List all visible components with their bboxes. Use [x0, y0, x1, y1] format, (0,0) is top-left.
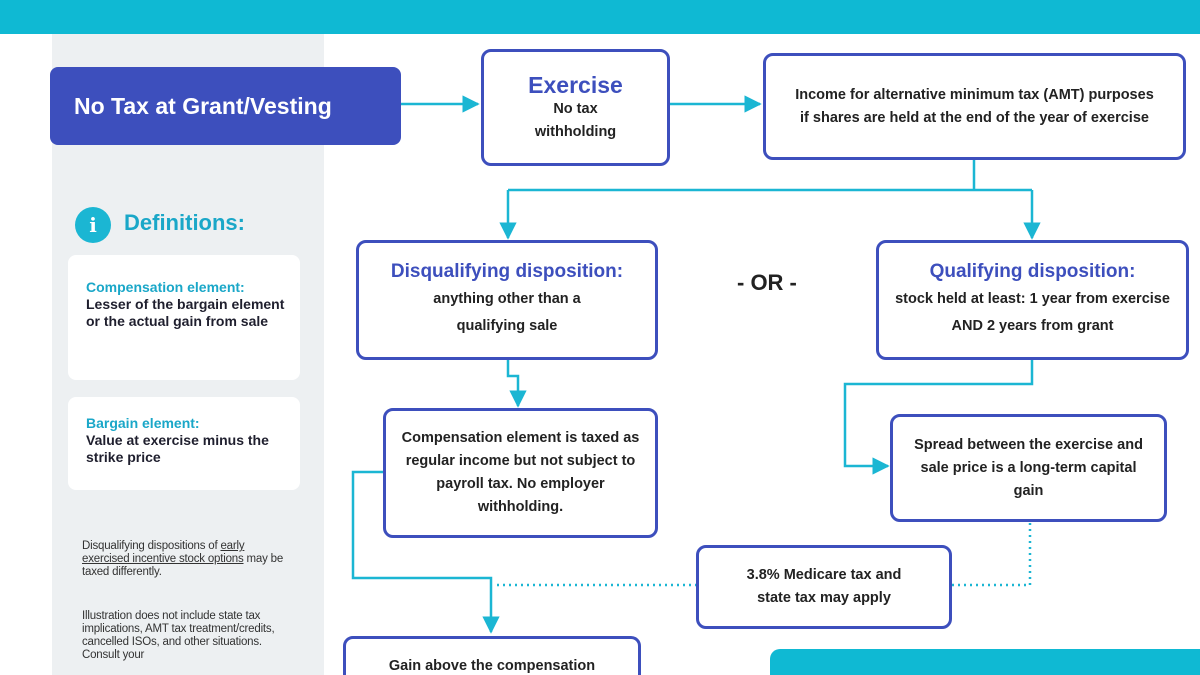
bargain-desc: Value at exercise minus the strike price [86, 432, 269, 465]
arrow-amt-split [508, 160, 1032, 192]
disqualifying-title: Disqualifying disposition: [390, 261, 624, 282]
gain-above-text: Gain above the compensation [388, 658, 596, 674]
arrow-comp-to-gain [351, 470, 500, 634]
amt-text: Income for alternative minimum tax (AMT)… [795, 86, 1154, 126]
compensation-desc: Lesser of the bargain element or the act… [86, 296, 285, 329]
gain-above-node: Gain above the compensation [343, 636, 641, 675]
medicare-node: 3.8% Medicare tax and state tax may appl… [696, 545, 952, 629]
definition-card-compensation: Compensation element: Lesser of the barg… [68, 255, 300, 380]
amt-node: Income for alternative minimum tax (AMT)… [763, 53, 1186, 160]
compensation-term: Compensation element: [86, 279, 245, 295]
note1-prefix: Disqualifying dispositions of [82, 540, 221, 552]
grant-label: No Tax at Grant/Vesting [74, 92, 332, 119]
or-label: - OR - [737, 270, 797, 295]
exercise-text: No tax withholding [534, 100, 617, 140]
info-icon: i [75, 207, 111, 243]
info-icon-glyph: i [89, 213, 97, 237]
exercise-title: Exercise [528, 71, 623, 98]
top-banner [0, 0, 1200, 34]
arrow-qual-to-spread [843, 358, 1034, 475]
compensation-taxed-node: Compensation element is taxed as regular… [383, 408, 658, 538]
note1-suffix: may be taxed differently. [82, 553, 284, 578]
arrow-disq-to-comp [506, 358, 527, 408]
disqualifying-text: anything other than a qualifying sale [433, 291, 581, 334]
disqualifying-note: Disqualifying dispositions of early exer… [82, 540, 292, 579]
dotted-medicare-right [952, 522, 1032, 587]
illustration-note: Illustration does not include state tax … [82, 610, 275, 661]
spread-text: Spread between the exercise and sale pri… [914, 436, 1143, 499]
bargain-term: Bargain element: [86, 415, 200, 431]
medicare-text: 3.8% Medicare tax and state tax may appl… [746, 567, 902, 606]
qualifying-node: Qualifying disposition: stock held at le… [876, 240, 1189, 360]
early-exercise-link[interactable]: early exercised incentive stock options [82, 540, 245, 565]
disqualifying-node: Disqualifying disposition: anything othe… [356, 240, 658, 360]
qualifying-text: stock held at least: 1 year from exercis… [895, 291, 1170, 334]
compensation-taxed-text: Compensation element is taxed as regular… [401, 430, 640, 515]
exercise-node: Exercise No tax withholding [481, 49, 670, 166]
teal-panel [770, 649, 1200, 675]
grant-vesting-box: No Tax at Grant/Vesting [50, 67, 401, 145]
qualifying-title: Qualifying disposition: [929, 261, 1136, 282]
definitions-title: Definitions: [124, 210, 245, 235]
definition-card-bargain: Bargain element: Value at exercise minus… [68, 397, 300, 490]
spread-node: Spread between the exercise and sale pri… [890, 414, 1167, 522]
